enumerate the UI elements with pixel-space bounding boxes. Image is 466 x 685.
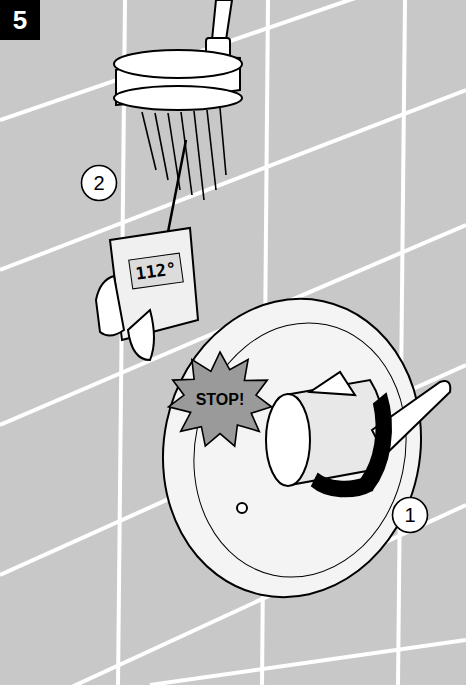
callout-circle — [393, 498, 428, 533]
stop-starburst-text: STOP! — [196, 391, 245, 409]
thermometer — [96, 228, 198, 360]
callout-number-text: 1 — [404, 504, 415, 527]
callout-circle — [82, 166, 117, 201]
thermometer-display-text: 112° — [134, 258, 177, 284]
callout-number: 2 — [80, 164, 118, 202]
shower-head — [114, 0, 242, 110]
step-number: 5 — [0, 0, 40, 40]
step-number-text: 5 — [13, 5, 27, 36]
callout-number: 1 — [391, 496, 429, 534]
thermometer-display: 112° — [128, 253, 184, 290]
shower-valve — [136, 275, 451, 622]
starburst-shape — [169, 352, 272, 446]
callout-number-text: 2 — [93, 172, 104, 195]
stop-starburst: STOP! — [168, 352, 272, 448]
water-spray — [142, 108, 226, 232]
